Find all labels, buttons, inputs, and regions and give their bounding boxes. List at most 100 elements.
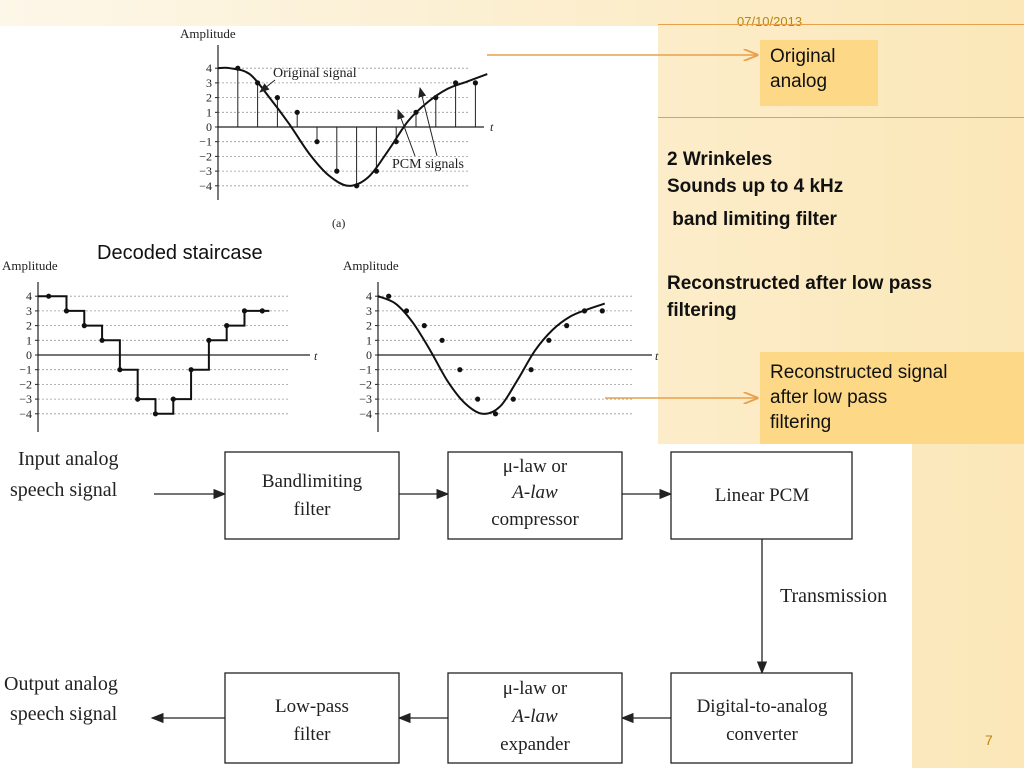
plot-staircase-sample-point bbox=[99, 337, 105, 343]
plot-reconstructed-sample-point bbox=[546, 337, 552, 343]
plot-reconstructed-tick-label: −3 bbox=[359, 392, 372, 406]
box-linear-pcm-label: Linear PCM bbox=[715, 485, 810, 506]
callout-line: Reconstructed signal bbox=[770, 362, 948, 383]
plot-a-annotation-pcm: PCM signals bbox=[392, 157, 464, 172]
plot-staircase-sample-point bbox=[46, 293, 52, 299]
plot-reconstructed-sample-point bbox=[564, 323, 570, 329]
plot-reconstructed-curve bbox=[377, 295, 606, 415]
plot-staircase-sample-point bbox=[224, 323, 230, 329]
plot-reconstructed-sample-point bbox=[492, 411, 499, 417]
plot-a-tick-label: 1 bbox=[206, 105, 212, 119]
box-bandlimiting-filter bbox=[224, 451, 400, 540]
plot-staircase-sample-point bbox=[241, 308, 248, 314]
plot-a-sample-point bbox=[334, 168, 340, 174]
plot-a-gridlines bbox=[218, 67, 470, 187]
plot-reconstructed-xlabel: t bbox=[655, 349, 659, 363]
plot-a-annotation-pcm-arrow1 bbox=[397, 109, 416, 157]
note-sounds: Sounds up to 4 kHz bbox=[667, 176, 844, 197]
plot-staircase-sample-point bbox=[188, 367, 194, 373]
plot-a-caption: (a) bbox=[332, 216, 345, 230]
callout-line: after low pass bbox=[770, 387, 888, 408]
box-compressor-label3: compressor bbox=[491, 509, 579, 530]
plot-staircase-tick-label: 0 bbox=[26, 348, 32, 362]
plot-a-tick-label: 4 bbox=[206, 61, 212, 75]
box-expander bbox=[447, 672, 623, 764]
callout-line: filtering bbox=[770, 412, 832, 433]
plot-reconstructed-tick-label: −2 bbox=[359, 377, 372, 391]
plot-staircase-tick-label: 1 bbox=[26, 333, 32, 347]
plot-staircase-sample-point bbox=[259, 308, 265, 314]
plot-a-tick-label: −2 bbox=[199, 149, 212, 163]
plot-reconstructed-tick-label: 3 bbox=[366, 304, 372, 318]
plot-reconstructed-sample-point bbox=[439, 337, 445, 343]
plot-reconstructed-tick-label: −4 bbox=[359, 407, 372, 421]
note-bandlimit: band limiting filter bbox=[667, 209, 837, 230]
plot-staircase-tick-label: −3 bbox=[19, 392, 32, 406]
plot-a-xlabel: t bbox=[490, 120, 494, 134]
plot-a-tick-label: −4 bbox=[199, 179, 212, 193]
box-bandlimiting-label2: filter bbox=[294, 499, 332, 520]
plot-a-annotation-original: Original signal bbox=[273, 66, 357, 81]
plot-a-tick-label: 3 bbox=[206, 76, 212, 90]
plot-a-tick-label: 2 bbox=[206, 91, 212, 105]
callout-line: Original bbox=[770, 46, 836, 67]
plot-reconstructed-sample-point bbox=[403, 308, 410, 314]
plot-reconstructed-sample-point bbox=[581, 308, 588, 314]
input-label-line1: Input analog bbox=[18, 448, 119, 470]
box-compressor-label2: A-law bbox=[510, 482, 558, 503]
plot-staircase-sample-point bbox=[81, 323, 87, 329]
plot-a-sample-point bbox=[472, 80, 478, 86]
plot-staircase-sample-point bbox=[206, 337, 212, 343]
block-diagram: Input analog speech signal Bandlimiting … bbox=[4, 448, 887, 764]
box-expander-label1: μ-law or bbox=[503, 678, 568, 699]
box-lowpass-label2: filter bbox=[294, 724, 332, 745]
plot-reconstructed-sample-point bbox=[528, 367, 534, 373]
plot-staircase-ylabel: Amplitude bbox=[2, 258, 58, 273]
output-label-line2: speech signal bbox=[10, 703, 118, 725]
plot-a-sample-point bbox=[433, 95, 439, 101]
divider-top bbox=[658, 24, 1024, 25]
callout-original-analog: Original analog bbox=[760, 40, 878, 106]
note-filtering: filtering bbox=[667, 300, 737, 321]
plot-staircase-sample-point bbox=[63, 308, 70, 314]
box-linear-pcm bbox=[670, 451, 853, 540]
plot-a-original-curve bbox=[217, 66, 488, 187]
box-compressor bbox=[447, 451, 623, 540]
plot-reconstructed-sample-point bbox=[457, 367, 463, 373]
box-dac-label2: converter bbox=[726, 724, 798, 745]
box-bandlimiting-label1: Bandlimiting bbox=[262, 471, 363, 492]
plot-a-sample-point bbox=[294, 109, 300, 115]
note-reconstructed: Reconstructed after low pass bbox=[667, 273, 933, 294]
plot-reconstructed-sample-point bbox=[386, 293, 392, 299]
plot-a-sample-point bbox=[453, 80, 459, 86]
note-wrinkles: 2 Wrinkeles bbox=[667, 149, 773, 170]
plot-reconstructed-sample-point bbox=[510, 396, 516, 402]
plot-reconstructed-sample-point bbox=[599, 308, 605, 314]
plot-a-annotation-pcm-arrow2 bbox=[418, 87, 438, 157]
plot-reconstructed-tick-label: 2 bbox=[366, 319, 372, 333]
plot-staircase-sample-point bbox=[170, 396, 176, 402]
slide-number: 7 bbox=[985, 732, 993, 748]
plot-staircase-sample-point bbox=[152, 411, 159, 417]
plot-staircase-points bbox=[46, 293, 265, 417]
plot-a-sample-point bbox=[235, 65, 241, 71]
box-dac bbox=[670, 672, 853, 764]
plot-a-sample-point bbox=[314, 139, 320, 145]
plot-staircase-tick-label: 2 bbox=[26, 319, 32, 333]
plot-staircase-tick-label: −2 bbox=[19, 377, 32, 391]
plot-a-tick-label: 0 bbox=[206, 120, 212, 134]
plot-a-points bbox=[235, 65, 478, 189]
plot-reconstructed-tick-label: 4 bbox=[366, 289, 372, 303]
box-lowpass-label1: Low-pass bbox=[275, 696, 349, 717]
plot-reconstructed-points bbox=[386, 293, 605, 417]
plot-a-sample-point bbox=[255, 80, 261, 86]
plot-reconstructed-sample-point bbox=[475, 396, 481, 402]
box-lowpass-filter bbox=[224, 672, 400, 764]
